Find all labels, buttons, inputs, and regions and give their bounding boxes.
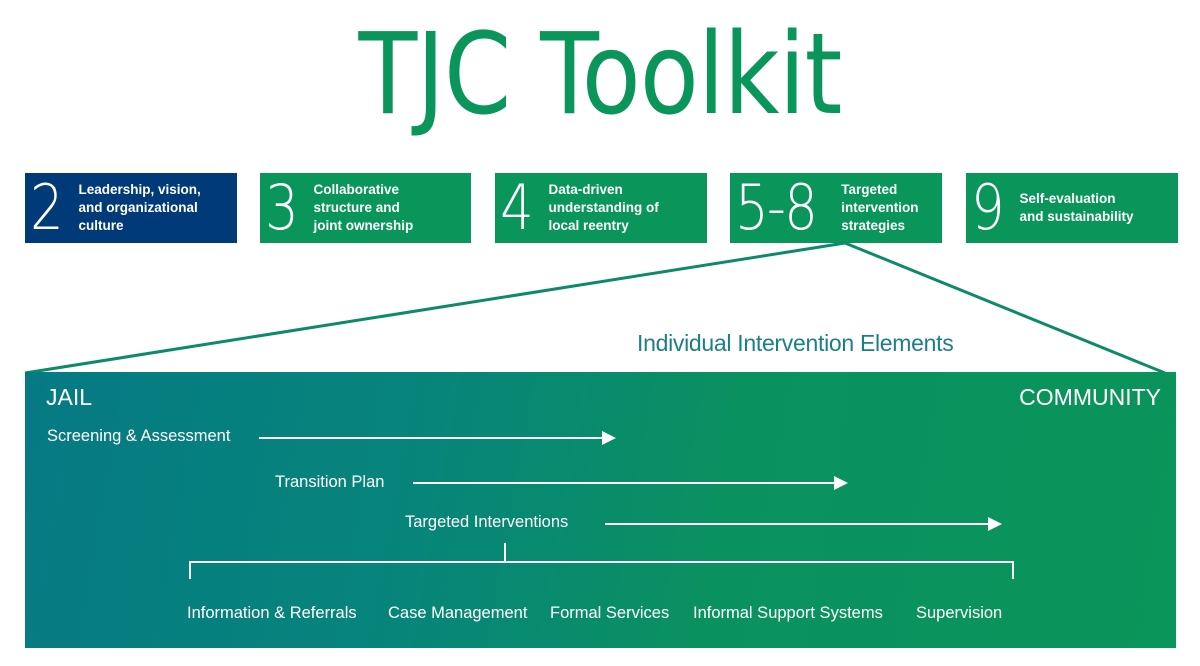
arrow-right-icon bbox=[413, 476, 848, 490]
toolkit-box-4: 4 Data-driven understanding of local ree… bbox=[495, 173, 707, 243]
detail-heading: Individual Intervention Elements bbox=[637, 330, 954, 356]
intervention-info-referrals: Information & Referrals bbox=[187, 604, 357, 622]
bracket-right-tick bbox=[1012, 561, 1014, 579]
box-label-line: intervention bbox=[841, 200, 919, 215]
toolkit-box-9: 9 Self-evaluation and sustainability bbox=[966, 173, 1178, 243]
community-label: COMMUNITY bbox=[1019, 384, 1161, 410]
intervention-formal-services: Formal Services bbox=[550, 604, 670, 622]
box-label-line: Self-evaluation bbox=[1019, 191, 1116, 206]
toolkit-box-3: 3 Collaborative structure and joint owne… bbox=[260, 173, 471, 243]
box-label: Collaborative structure and joint owners… bbox=[313, 181, 413, 235]
box-label: Data-driven understanding of local reent… bbox=[548, 181, 658, 235]
box-label-line: Data-driven bbox=[548, 182, 623, 197]
stage-transition-plan: Transition Plan bbox=[275, 473, 385, 491]
box-label-line: Collaborative bbox=[313, 182, 399, 197]
bracket-bar bbox=[189, 561, 1014, 563]
page-title: TJC Toolkit bbox=[358, 10, 842, 140]
stage-targeted-interventions: Targeted Interventions bbox=[405, 513, 569, 531]
stage-screening: Screening & Assessment bbox=[47, 427, 231, 445]
box-number: 3 bbox=[265, 171, 299, 244]
box-label-line: culture bbox=[78, 218, 124, 233]
box-label-line: strategies bbox=[841, 218, 906, 233]
intervention-informal-support: Informal Support Systems bbox=[693, 604, 883, 622]
box-label: Self-evaluation and sustainability bbox=[1019, 190, 1133, 226]
box-number: 4 bbox=[500, 171, 534, 244]
box-label-line: structure and bbox=[313, 200, 400, 215]
box-label-line: local reentry bbox=[548, 218, 629, 233]
arrow-right-icon bbox=[605, 517, 1002, 531]
jail-label: JAIL bbox=[46, 384, 93, 410]
box-label-line: Targeted bbox=[841, 182, 898, 197]
intervention-panel: JAIL COMMUNITY Screening & Assessment Tr… bbox=[25, 372, 1176, 648]
bracket-left-tick bbox=[189, 561, 191, 579]
box-label-line: understanding of bbox=[548, 200, 659, 215]
box-label: Targeted intervention strategies bbox=[841, 181, 918, 235]
toolkit-box-5-8: 5-8 Targeted intervention strategies bbox=[730, 173, 942, 243]
box-label-line: and sustainability bbox=[1019, 209, 1134, 224]
box-number: 5-8 bbox=[735, 171, 818, 244]
box-number: 9 bbox=[971, 171, 1005, 244]
toolkit-box-2: 2 Leadership, vision, and organizational… bbox=[25, 173, 237, 243]
bracket-stem bbox=[504, 543, 506, 561]
intervention-supervision: Supervision bbox=[916, 604, 1003, 622]
box-label-line: and organizational bbox=[78, 200, 198, 215]
box-label-line: joint ownership bbox=[313, 218, 414, 233]
arrow-right-icon bbox=[259, 431, 616, 445]
box-label-line: Leadership, vision, bbox=[78, 182, 201, 197]
box-number: 2 bbox=[30, 171, 64, 244]
intervention-case-management: Case Management bbox=[388, 604, 528, 622]
box-label: Leadership, vision, and organizational c… bbox=[78, 181, 200, 235]
